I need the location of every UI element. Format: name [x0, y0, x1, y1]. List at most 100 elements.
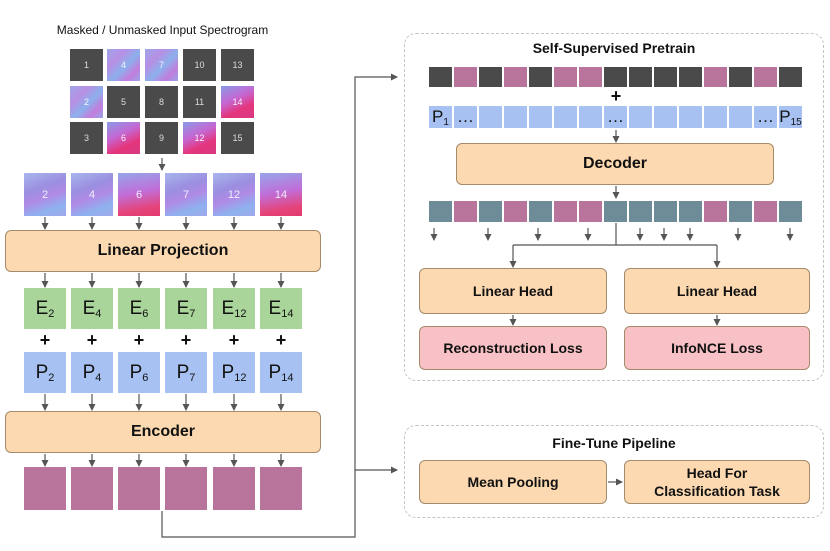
linear-projection-label: Linear Projection	[97, 242, 229, 259]
plus-sign: +	[133, 330, 145, 350]
pretrain-title: Self-Supervised Pretrain	[532, 40, 696, 56]
input-patch-tile: 3	[70, 122, 103, 154]
classification-head-line1: Head For	[686, 465, 748, 481]
selected-patch: 7	[165, 173, 207, 216]
masked-sequence-token	[453, 66, 478, 88]
finetune-title: Fine-Tune Pipeline	[552, 435, 676, 451]
position-subscript: 14	[281, 371, 294, 384]
masked-sequence-token	[678, 66, 703, 88]
position-letter: P	[82, 361, 96, 383]
input-patch-tile: 11	[183, 86, 216, 118]
classification-head-line2: Classification Task	[654, 483, 780, 499]
linear-projection-box: Linear Projection	[5, 230, 321, 272]
decoder-output-token	[428, 200, 453, 223]
masked-sequence-token	[728, 66, 753, 88]
ellipsis-mark: …	[757, 107, 774, 126]
decoder-output-token	[453, 200, 478, 223]
embedding-letter: E	[82, 297, 96, 319]
position-letter: P	[221, 361, 235, 383]
decoder-output-token	[778, 200, 803, 223]
encoder-output-token	[260, 467, 302, 510]
masked-sequence-token	[503, 66, 528, 88]
input-patch-tile: 13	[221, 49, 254, 81]
position-sequence-token: …	[603, 105, 628, 129]
position-letter: P	[176, 361, 190, 383]
position-subscript: 4	[95, 371, 102, 384]
input-patch-tile: 1	[70, 49, 103, 81]
position-last-subscript: 15	[790, 116, 802, 128]
embedding-subscript: 12	[234, 307, 247, 320]
reconstruction-loss-box: Reconstruction Loss	[419, 326, 607, 370]
masked-sequence-token	[653, 66, 678, 88]
input-patch-tile: 10	[183, 49, 216, 81]
input-patch-tile: 5	[107, 86, 140, 118]
masked-sequence-token	[528, 66, 553, 88]
linear-head-1-label: Linear Head	[472, 283, 554, 299]
ellipsis-mark: …	[457, 107, 474, 126]
position-sequence-token	[503, 105, 528, 129]
encoder-label: Encoder	[130, 423, 195, 440]
position-first-subscript: 1	[443, 116, 449, 128]
linear-head-2: Linear Head	[624, 268, 810, 314]
embedding-subscript: 7	[189, 307, 196, 320]
decoder-output-token	[753, 200, 778, 223]
selected-patch: 6	[118, 173, 160, 216]
embedding-letter: E	[176, 297, 190, 319]
input-patch-tile: 6	[107, 122, 140, 154]
selected-patch: 12	[213, 173, 255, 216]
position-sequence-token	[678, 105, 703, 129]
input-patch-tile: 15	[221, 122, 254, 154]
position-subscript: 6	[142, 371, 149, 384]
masked-sequence-token	[603, 66, 628, 88]
ellipsis-mark: …	[607, 107, 624, 126]
input-patch-tile: 12	[183, 122, 216, 154]
masked-sequence-token	[578, 66, 603, 88]
pretrain-plus: +	[610, 86, 622, 106]
decoder-output-token	[578, 200, 603, 223]
decoder-output-token	[528, 200, 553, 223]
infonce-loss-box: InfoNCE Loss	[624, 326, 810, 370]
input-patch-tile: 2	[70, 86, 103, 118]
position-letter: P	[35, 361, 49, 383]
decoder-box: Decoder	[456, 143, 774, 185]
position-sequence-token	[628, 105, 653, 129]
encoder-box: Encoder	[5, 411, 321, 453]
selected-patch: 2	[24, 173, 66, 216]
decoder-label: Decoder	[582, 155, 648, 172]
embedding-letter: E	[221, 297, 235, 319]
decoder-output-token	[503, 200, 528, 223]
position-subscript: 7	[189, 371, 196, 384]
embedding-letter: E	[268, 297, 282, 319]
decoder-output-token	[653, 200, 678, 223]
classification-head-box: Head For Classification Task	[624, 460, 810, 504]
masked-sequence-token	[553, 66, 578, 88]
input-patch-tile: 14	[221, 86, 254, 118]
masked-sequence-token	[703, 66, 728, 88]
plus-sign: +	[228, 330, 240, 350]
decoder-output-token	[553, 200, 578, 223]
position-sequence-token	[728, 105, 753, 129]
masked-sequence-token	[778, 66, 803, 88]
embedding-letter: E	[35, 297, 49, 319]
masked-sequence-token	[628, 66, 653, 88]
position-sequence-token	[703, 105, 728, 129]
input-patch-tile: 9	[145, 122, 178, 154]
position-first-letter: P	[432, 107, 444, 126]
position-letter: P	[268, 361, 282, 383]
plus-sign: +	[180, 330, 192, 350]
linear-head-1: Linear Head	[419, 268, 607, 314]
position-sequence-token: …	[453, 105, 478, 129]
embedding-letter: E	[129, 297, 143, 319]
